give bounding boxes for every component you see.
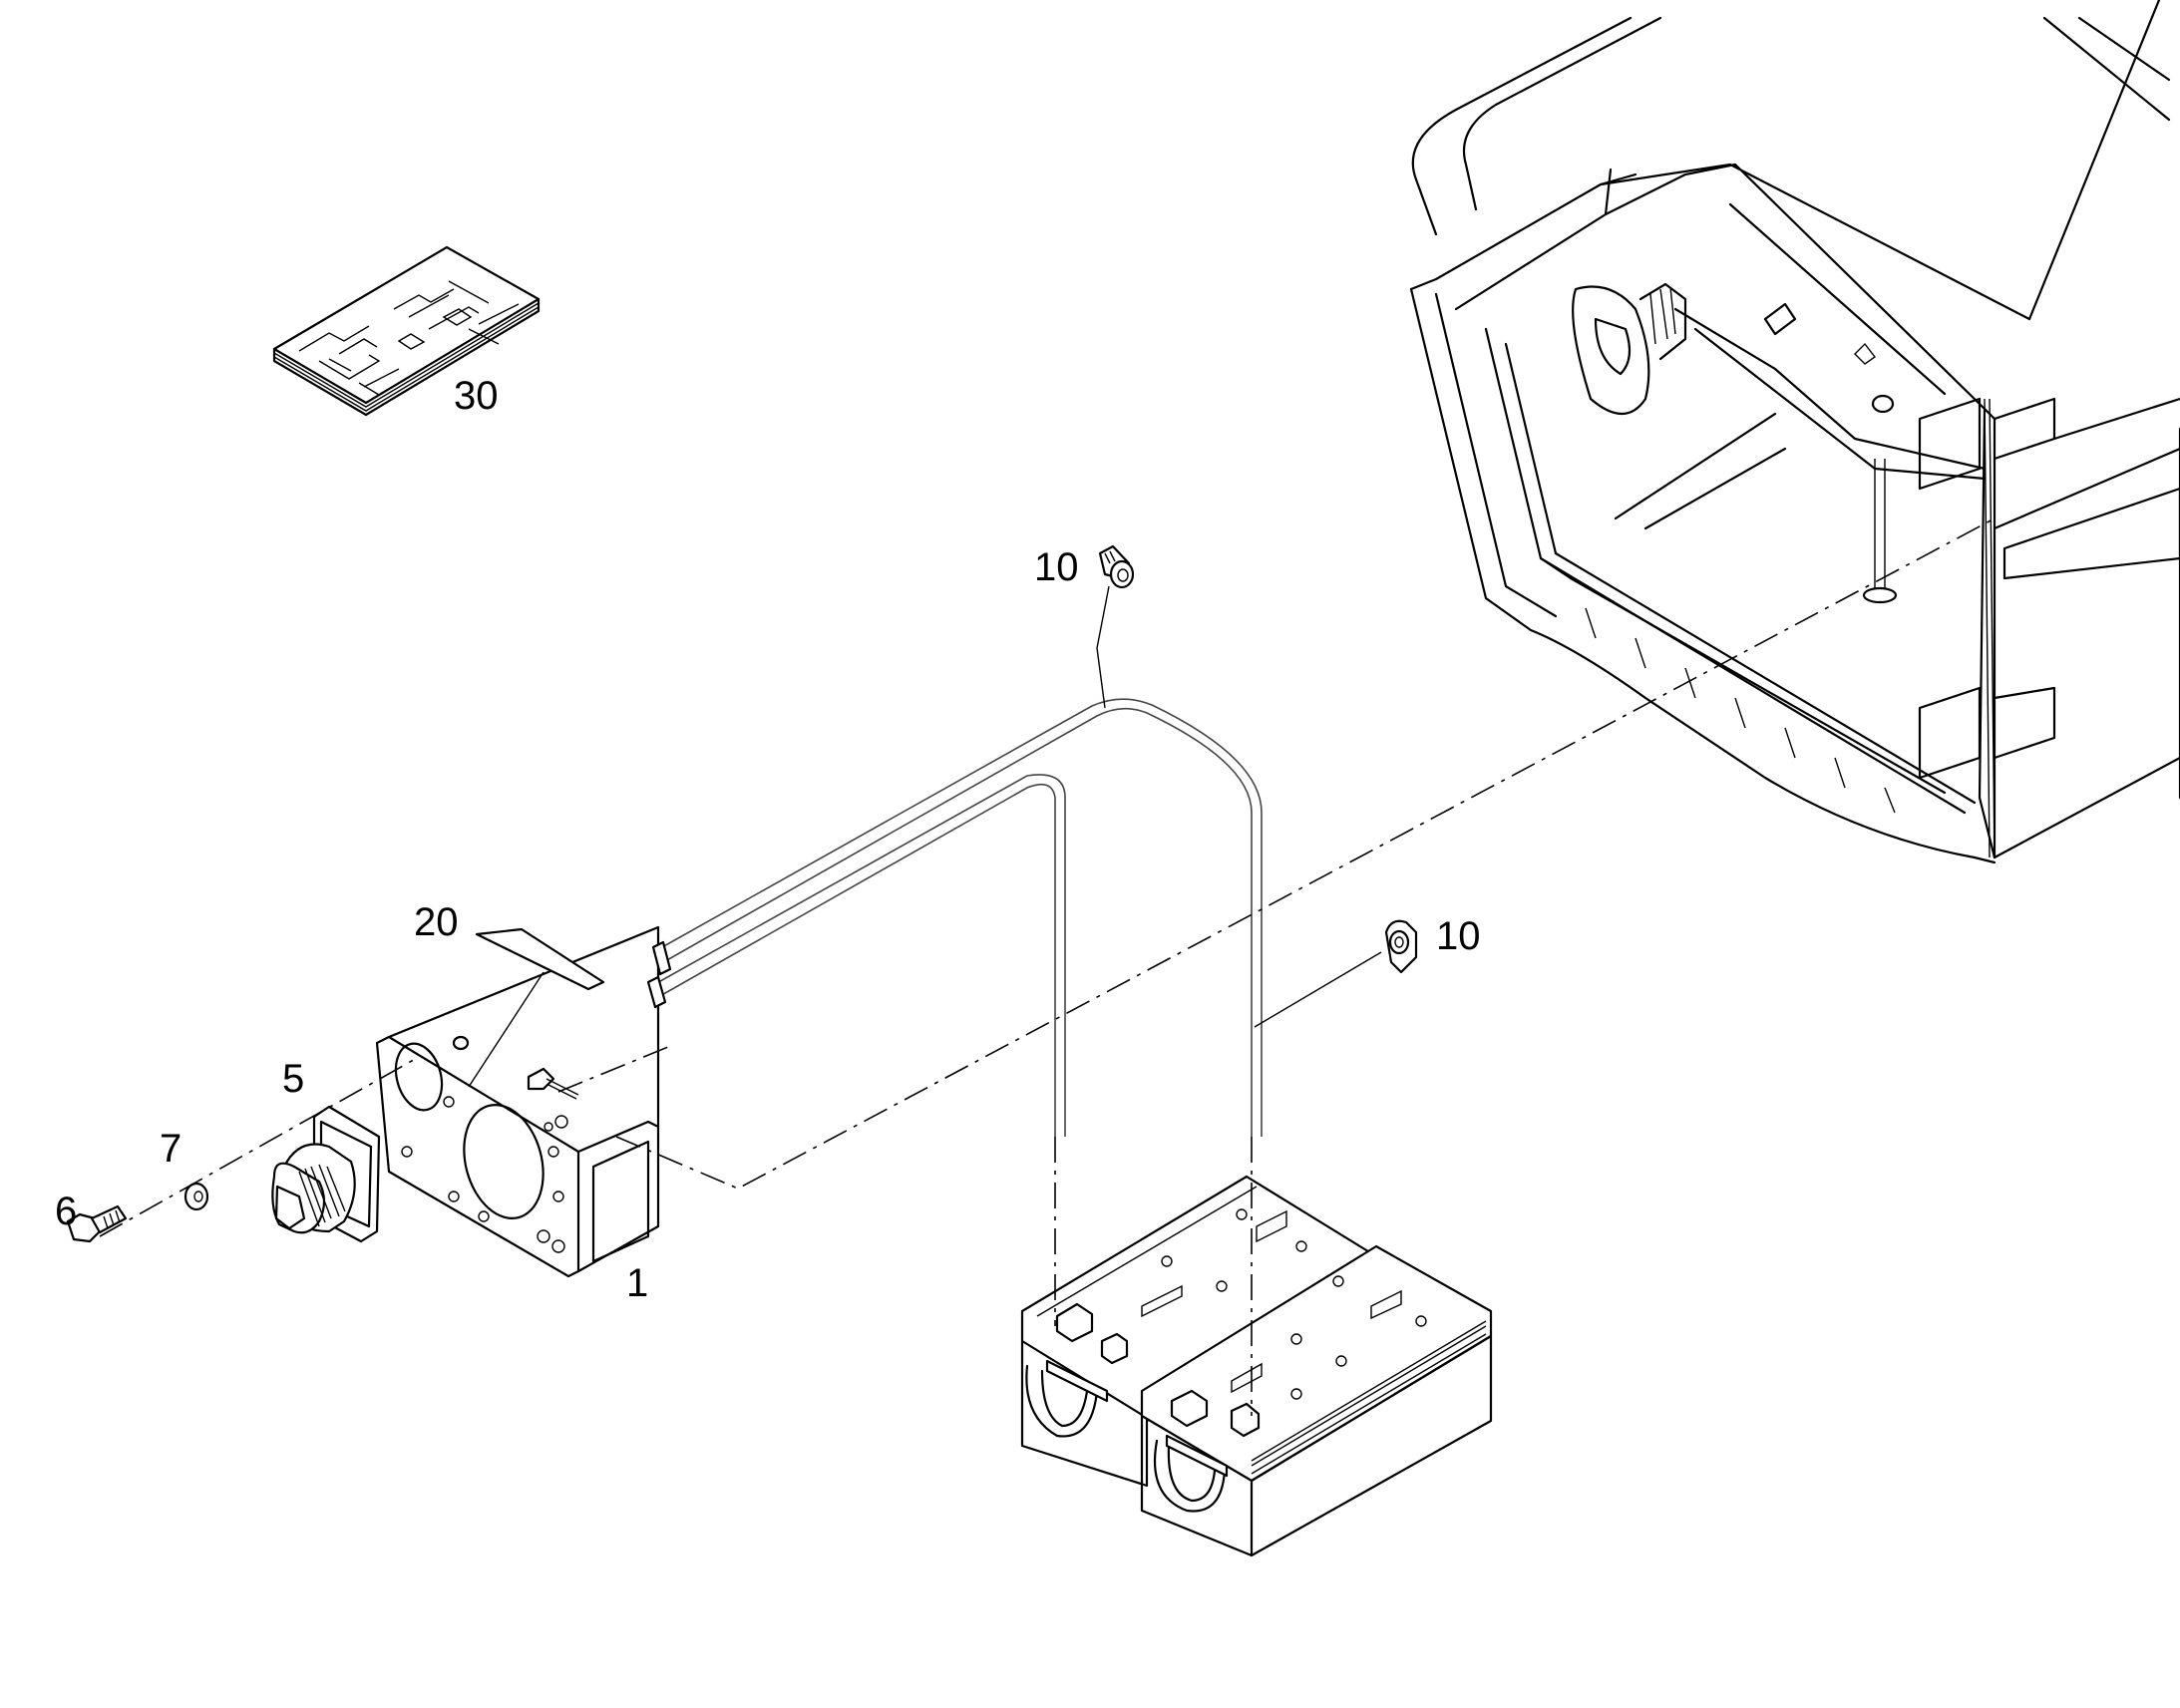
cable-clamp-lower xyxy=(1384,919,1418,974)
warning-decal xyxy=(475,927,605,991)
wiring-diagram-manual xyxy=(272,245,541,417)
callout-7: 7 xyxy=(160,1127,182,1171)
assembly-center-lines xyxy=(99,517,1996,1416)
callout-leader-lines xyxy=(468,585,1382,1088)
callout-6: 6 xyxy=(55,1190,77,1233)
callout-1: 1 xyxy=(626,1261,648,1305)
cable-clamp-upper xyxy=(1098,544,1135,589)
callout-10-lower: 10 xyxy=(1436,914,1481,958)
battery-cables xyxy=(646,698,1263,1137)
battery-compartment-housing xyxy=(1409,0,2180,864)
battery-disconnect-switch xyxy=(271,1105,381,1243)
mounting-bracket xyxy=(375,925,660,1278)
callout-10-upper: 10 xyxy=(1034,545,1079,589)
hex-bolt xyxy=(66,1204,128,1243)
washer xyxy=(183,1182,209,1211)
battery-front xyxy=(1140,1244,1493,1557)
callout-20: 20 xyxy=(414,900,459,944)
bracket-nut xyxy=(452,1035,470,1051)
bracket-bolt xyxy=(527,1067,579,1100)
callout-5: 5 xyxy=(282,1057,304,1101)
callout-30: 30 xyxy=(454,374,499,418)
